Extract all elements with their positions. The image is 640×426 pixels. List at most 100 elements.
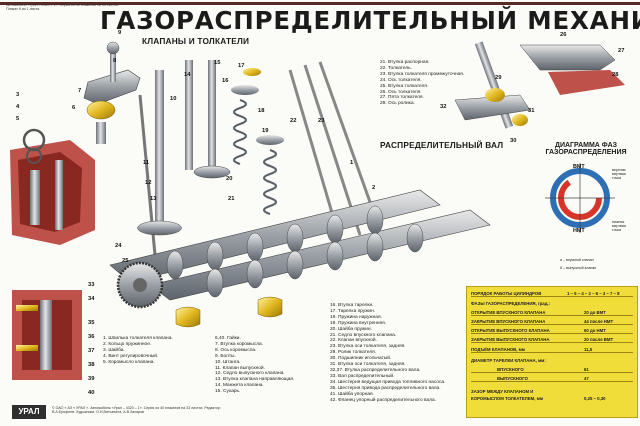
callout: 10 — [170, 96, 177, 102]
legend-bottom-left: 1. Шпилька толкателя клапана. 2. Кольцо … — [103, 336, 173, 366]
legend-item: 8. Ось коромысла. — [215, 347, 257, 353]
tdc-note-2: мертвая — [612, 172, 626, 177]
legend-item: 17. Тарелка пружин. — [330, 308, 376, 314]
callout: 33 — [88, 282, 95, 288]
valves-section-title: КЛАПАНЫ И ТОЛКАТЕЛИ — [142, 36, 250, 46]
legend-item: 34. Шестерня ведущая привода топливного … — [330, 379, 446, 385]
legend-item: 31. Втулка оси толкателя, задняя. — [330, 362, 406, 368]
table-row: ЗАЗОР МЕЖДУ КЛАПАНОМ И — [471, 389, 534, 394]
legend-item: 20. Шайба пружин. — [330, 326, 372, 332]
legend-item: 32,37. Втулка распределительного вала. — [330, 367, 421, 373]
callout: 8 — [113, 58, 117, 64]
callout: 26 — [560, 32, 567, 38]
legend-item: 3. Шайба. — [103, 347, 125, 353]
legend-item: 5. Коромысло клапана. — [103, 359, 155, 365]
table-row: ДИАМЕТР ТАРЕЛКИ КЛАПАНА, мм: — [471, 358, 546, 363]
callout: 20 — [226, 176, 233, 182]
callout: 27 — [618, 48, 625, 54]
bottom-left-cutaway — [12, 290, 82, 380]
legend-item: 4. Винт регулировочный. — [103, 353, 159, 359]
legend-item: 29. Ролик толкателя. — [330, 350, 377, 356]
callout: 34 — [88, 296, 95, 302]
legend-item: 24. Ось толкателя. — [380, 77, 422, 83]
bdc-label: НМТ — [573, 228, 585, 234]
legend-item: 12. Седло выпускного клапана. — [215, 371, 285, 377]
legend-item: 14. Манжета клапана. — [215, 383, 264, 389]
callout: 16 — [222, 78, 229, 84]
callout: 14 — [184, 72, 191, 78]
callout: 17 — [238, 63, 245, 69]
title-top-rule — [0, 2, 640, 5]
legend-item: 23. Втулка толкателя промежуточная. — [380, 71, 465, 77]
callout: 4 — [16, 104, 20, 110]
camshaft — [109, 189, 491, 309]
legend-bottom-mid: 6,40. Гайки. 7. Втулка коромысла. 8. Ось… — [215, 336, 294, 395]
callout: 39 — [88, 376, 95, 382]
callout: 19 — [262, 128, 269, 134]
legend-item: 2. Кольцо пружинное. — [103, 341, 152, 347]
legend-item: 11. Клапан выпускной. — [215, 365, 265, 371]
callout: 21 — [228, 196, 235, 202]
timing-title-line2: ГАЗОРАСПРЕДЕЛЕНИЯ — [545, 149, 627, 156]
legend-item: 7. Втулка коромысла. — [215, 341, 264, 347]
legend-item: 26. Ось толкателя. — [380, 89, 422, 95]
legend-item: 6,40. Гайки. — [215, 336, 241, 341]
callout: 23 — [318, 118, 325, 124]
table-row: ФАЗЫ ГАЗОРАСПРЕДЕЛЕНИЯ, град.: — [471, 301, 551, 306]
rocker-arm — [22, 41, 141, 164]
ural-logo: УРАЛ — [12, 405, 46, 419]
legend-item: 22. Толкатель. — [380, 65, 412, 71]
callout: 35 — [88, 320, 95, 326]
tdc-note: верхняя мертвая точка — [612, 168, 626, 181]
intake-key: а – впускной клапан — [560, 258, 594, 262]
bdc-note: нижняя мертвая точка — [612, 220, 626, 233]
poster-title: ГАЗОРАСПРЕДЕЛИТЕЛЬНЫЙ МЕХАНИЗМ — [100, 6, 640, 35]
legend-item: 25. Втулка толкателя. — [380, 83, 429, 89]
legend-item: 21. Седло впускного клапана. — [330, 332, 397, 338]
callout: 32 — [440, 104, 447, 110]
legend-item: 9. Болты. — [215, 353, 236, 359]
timing-title-line1: ДИАГРАММА ФАЗ — [554, 142, 618, 149]
camshaft-bushings — [175, 296, 283, 328]
tdc-note-1: верхняя — [612, 168, 626, 172]
legend-item: 22. Клапан впускной. — [330, 338, 377, 344]
bdc-note-1: нижняя — [612, 220, 625, 224]
legend-right: 21. Втулка распорная. 22. Толкатель. 23.… — [380, 60, 464, 107]
callout: 6 — [72, 105, 76, 111]
legend-item: 1. Шпилька толкателя клапана. — [103, 336, 173, 341]
callout: 3 — [16, 92, 20, 98]
valve-timing-diagram — [545, 163, 615, 233]
callout: 2 — [372, 185, 376, 191]
legend-item: 41. Шайба упорная. — [330, 391, 374, 397]
callout: 1 — [350, 160, 354, 166]
bdc-note-2: мертвая — [612, 224, 626, 229]
callout: 24 — [115, 243, 122, 249]
legend-item: 42. Фланец упорный распределительного ва… — [330, 397, 437, 403]
callout: 22 — [290, 118, 297, 124]
rocker-assembly-cutaway — [10, 140, 95, 245]
tdc-note-3: точка — [612, 176, 622, 181]
legend-item: 19. Пружина внутренняя. — [330, 320, 387, 326]
header-note: Автомобиль «Урал – 4320 – 1». Серия из 4… — [6, 3, 120, 12]
tdc-label: ВМТ — [573, 164, 585, 170]
callout: 30 — [510, 138, 517, 144]
callout: 9 — [118, 30, 122, 36]
legend-item: 21. Втулка распорная. — [380, 60, 430, 65]
callout: 40 — [88, 390, 95, 396]
callout: 7 — [78, 88, 82, 94]
legend-item: 30. Подшипник игольчатый. — [330, 356, 392, 362]
legend-item: 15. Сухарь. — [215, 389, 241, 395]
right-rocker-assembly — [454, 41, 625, 129]
callout: 5 — [16, 116, 20, 122]
callout: 18 — [258, 108, 265, 114]
legend-item: 27. Пята толкателя. — [380, 95, 424, 101]
callout: 38 — [88, 362, 95, 368]
